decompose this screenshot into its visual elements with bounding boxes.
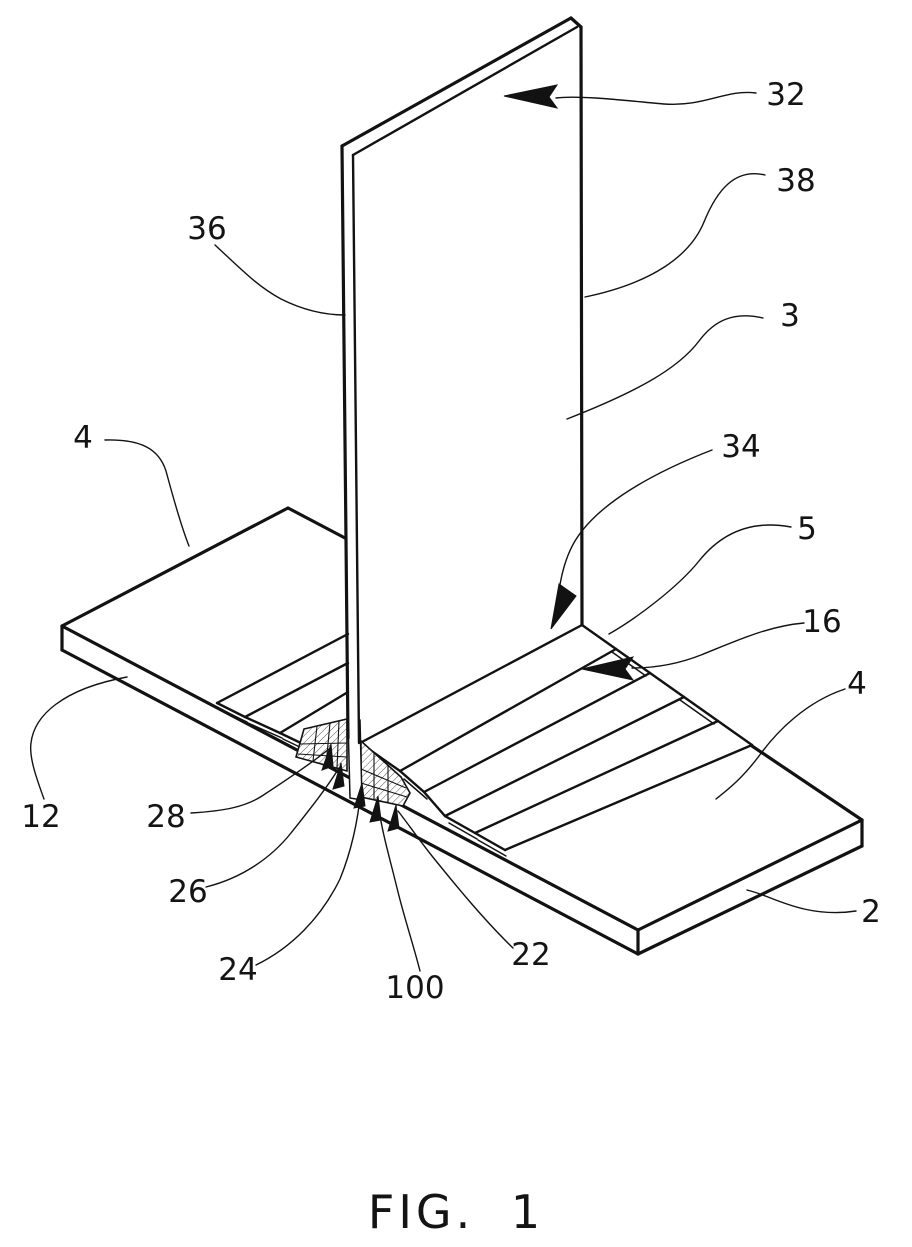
leader-24 [255,788,362,966]
leader-5 [608,524,792,635]
leader-12 [29,676,128,800]
ref-label-36: 36 [187,211,226,247]
leader-28 [190,748,330,814]
leader-38 [584,173,766,298]
ref-label-4-left: 4 [73,420,93,456]
ref-label-24: 24 [218,952,257,988]
arrow-24 [353,782,366,809]
leader-32 [555,91,757,106]
arrowheads [321,84,635,832]
figure-caption: FIG. 1 [368,1185,544,1239]
ref-label-26: 26 [168,874,207,910]
ref-label-12: 12 [21,799,60,835]
ref-label-22: 22 [511,937,550,973]
weld-bead-left [215,632,350,751]
ref-label-100: 100 [385,970,444,1006]
arrow-32 [503,84,559,109]
arrow-28 [321,743,334,771]
ref-label-32: 32 [766,77,805,113]
weld-root-cross-section [295,717,411,807]
leader-4-left [104,439,190,547]
ref-label-2: 2 [861,894,881,930]
leader-36 [214,244,346,316]
ref-label-28: 28 [146,799,185,835]
weld-bead-right [358,623,754,857]
arrow-26 [332,762,345,790]
ref-label-4-right: 4 [847,666,867,702]
leader-2 [746,889,857,914]
web-plate [342,18,582,743]
leader-16 [631,622,805,669]
leader-26 [205,767,340,888]
ref-label-3: 3 [780,298,800,334]
leader-22 [397,810,514,949]
arrow-16 [581,656,635,681]
arrow-34 [550,583,577,630]
arrow-100 [369,795,382,823]
ref-label-5: 5 [797,511,817,547]
web-plate-edges [340,16,584,745]
ref-label-34: 34 [721,429,760,465]
leader-100 [377,801,421,972]
leader-4-right [715,688,846,800]
leader-3 [566,315,764,420]
ref-label-16: 16 [802,604,841,640]
arrow-22 [387,804,400,832]
ref-label-38: 38 [776,163,815,199]
